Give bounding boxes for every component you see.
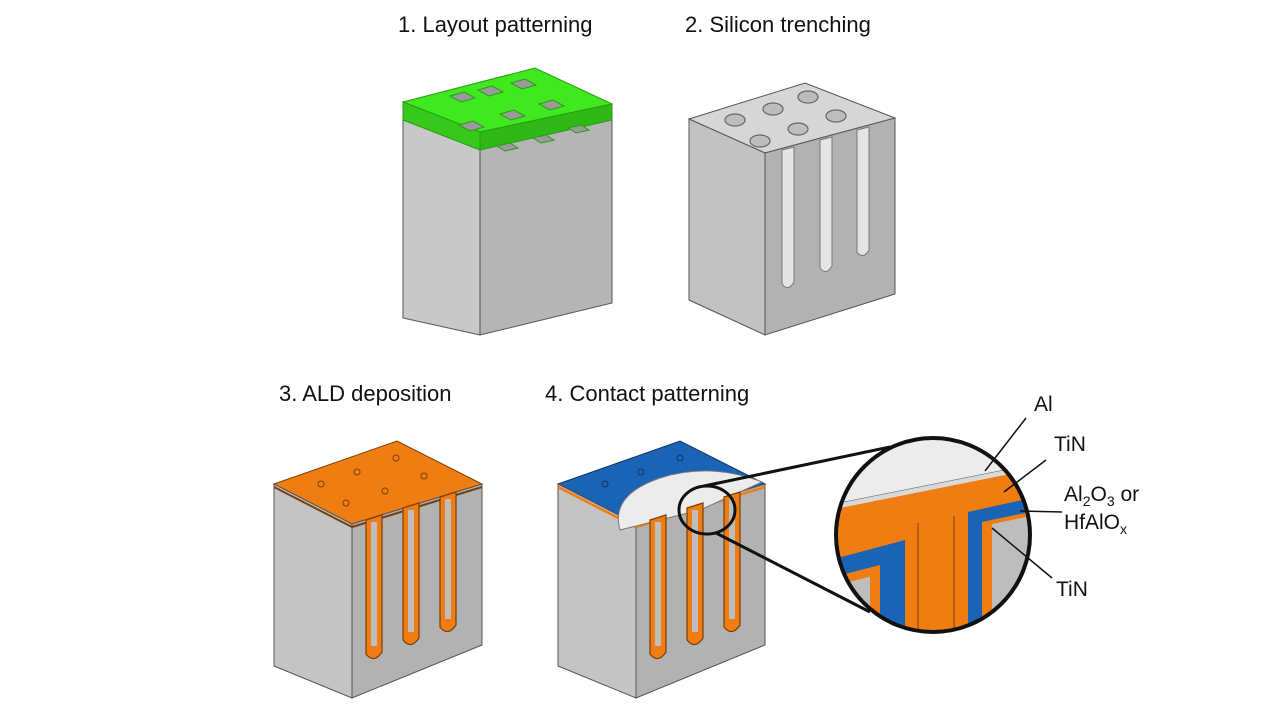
leader-tin-top — [1003, 459, 1047, 493]
label-oxide-or: or — [1114, 483, 1140, 506]
contact-holes — [601, 454, 684, 488]
green-mask-right-edge — [479, 103, 613, 151]
block-1-left-face — [402, 119, 481, 336]
label-oxide-sub3: 3 — [1106, 493, 1115, 510]
label-oxide-o: O — [1090, 483, 1107, 506]
label-oxide-hfalo: HfAlO — [1064, 510, 1121, 534]
label-oxide-subx: x — [1120, 521, 1128, 538]
zoom-line-top — [703, 445, 891, 488]
step-2-title: 2. Silicon trenching — [685, 12, 871, 37]
block-2-silicon-trenching — [687, 82, 897, 336]
step-3-title: 3. ALD deposition — [279, 381, 452, 406]
label-al: Al — [1034, 393, 1053, 416]
ald-holes — [317, 454, 428, 507]
zoom-tin-top-layer — [836, 463, 1030, 510]
label-oxide-sub2: 2 — [1082, 493, 1091, 510]
leader-oxide — [1019, 510, 1063, 513]
block-1-layout-patterning — [401, 67, 614, 336]
label-oxide: Al2O3 or HfAlOx — [1064, 482, 1139, 538]
label-oxide-al: Al — [1064, 483, 1083, 506]
trench-holes — [724, 90, 847, 148]
block-1-right-face — [479, 116, 613, 336]
block-2-left-face — [688, 118, 766, 336]
mask-openings — [448, 78, 591, 152]
zoom-tin-left — [836, 540, 905, 632]
label-tin-top: TiN — [1054, 433, 1086, 456]
block-3-ald-deposition — [272, 440, 484, 699]
zoom-circle-border — [834, 436, 1032, 634]
contact-trench-cores — [655, 499, 735, 646]
block-4-contact-patterning — [556, 440, 767, 699]
zoom-si-right — [992, 514, 1030, 632]
label-tin-bottom: TiN — [1056, 578, 1088, 601]
zoom-line-bottom — [715, 531, 871, 614]
zoom-center-column — [918, 520, 954, 632]
step-4-title: 4. Contact patterning — [545, 381, 750, 406]
step-1-title: 1. Layout patterning — [398, 12, 593, 37]
trench-cutaways — [781, 126, 870, 288]
ald-trench-cores — [371, 499, 451, 646]
leader-tin-bottom — [991, 527, 1053, 579]
leader-al — [984, 417, 1027, 472]
